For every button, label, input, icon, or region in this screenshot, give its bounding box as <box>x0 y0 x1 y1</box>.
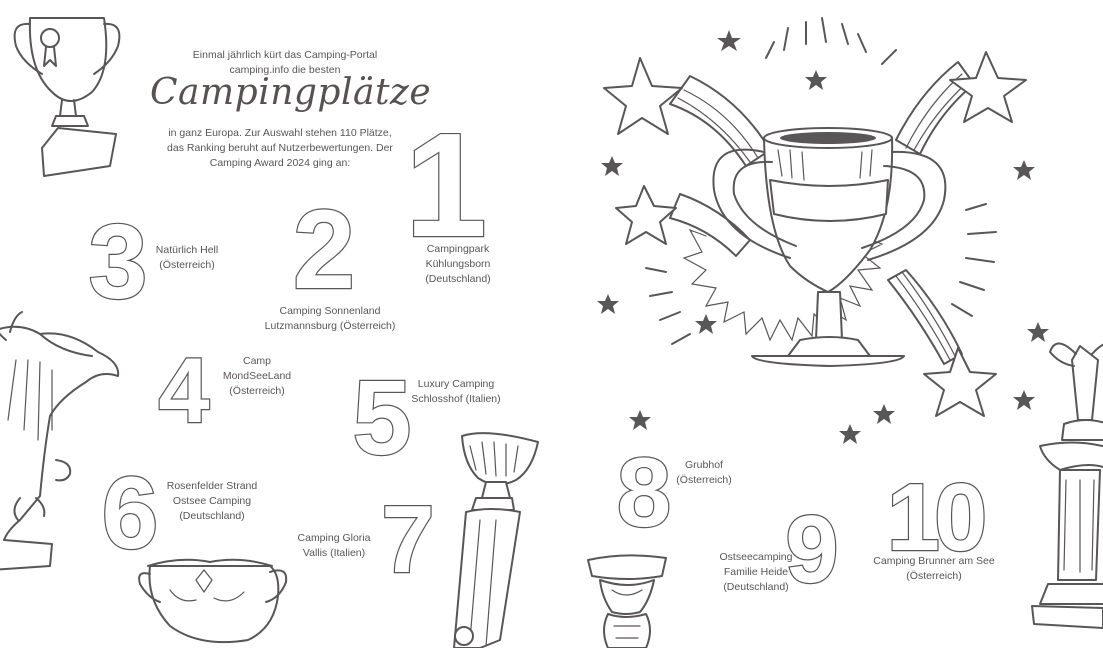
star-icon <box>1027 322 1049 342</box>
trophy-icon <box>138 558 288 644</box>
star-icon <box>839 424 861 444</box>
trophy-icon <box>0 311 120 571</box>
star-icon <box>601 156 623 176</box>
trophy-icon <box>13 17 121 177</box>
rank-7-label: Camping Gloria Vallis (Italien) <box>297 532 371 560</box>
trophy-icon <box>587 554 667 648</box>
page-heading: Campingplätze <box>150 72 432 113</box>
star-icon <box>629 410 651 430</box>
rank-6-numeral: 6 <box>102 456 159 570</box>
rank-4-numeral: 4 <box>158 340 209 442</box>
rank-10-numeral: 10 <box>887 464 984 571</box>
star-icon <box>1013 390 1035 410</box>
rank-5-label: Luxury Camping Schlosshof (Italien) <box>411 378 501 406</box>
star-icon <box>949 51 1027 123</box>
star-icon <box>615 185 677 245</box>
rank-2-numeral: 2 <box>293 187 355 312</box>
star-icon <box>923 347 997 417</box>
trophy-icon <box>453 432 539 648</box>
rank-9-label: Ostseecamping Familie Heide (Deutschland… <box>719 551 793 594</box>
star-icon <box>873 404 895 424</box>
rank-1-label: Campingpark Kühlungsborn (Deutschland) <box>425 243 491 286</box>
rank-8-numeral: 8 <box>617 437 672 547</box>
intro-text-before: Einmal jährlich kürt das Camping-Portal … <box>192 49 378 77</box>
trophy-icon <box>1031 342 1103 629</box>
rank-3-numeral: 3 <box>89 203 148 321</box>
rank-7-numeral: 7 <box>381 486 434 593</box>
rank-numerals: 1 2 3 4 5 6 7 8 9 10 <box>87 102 991 604</box>
medal-icon <box>40 28 60 48</box>
rank-6-label: Rosenfelder Strand Ostsee Camping (Deuts… <box>166 480 258 523</box>
rank-1-numeral: 1 <box>405 103 487 268</box>
rank-10-label: Camping Brunner am See (Österreich) <box>873 555 995 583</box>
star-icon <box>597 294 619 314</box>
star-icon <box>603 57 683 135</box>
rank-9-numeral: 9 <box>785 496 838 603</box>
trophy-icon <box>597 17 1049 444</box>
star-icon <box>805 70 827 90</box>
star-icon <box>717 30 741 51</box>
rank-2-label: Camping Sonnenland Lutzmannsburg (Österr… <box>264 305 396 333</box>
winged-figure-icon <box>1071 345 1099 421</box>
rank-5-numeral: 5 <box>353 359 412 477</box>
rank-4-label: Camp MondSeeLand (Österreich) <box>222 355 292 398</box>
star-icon <box>1013 160 1035 180</box>
star-icon <box>695 314 717 334</box>
intro-text-after: in ganz Europa. Zur Auswahl stehen 110 P… <box>167 127 393 170</box>
rank-8-label: Grubhof (Österreich) <box>676 459 732 487</box>
rank-3-label: Natürlich Hell (Österreich) <box>155 244 219 272</box>
